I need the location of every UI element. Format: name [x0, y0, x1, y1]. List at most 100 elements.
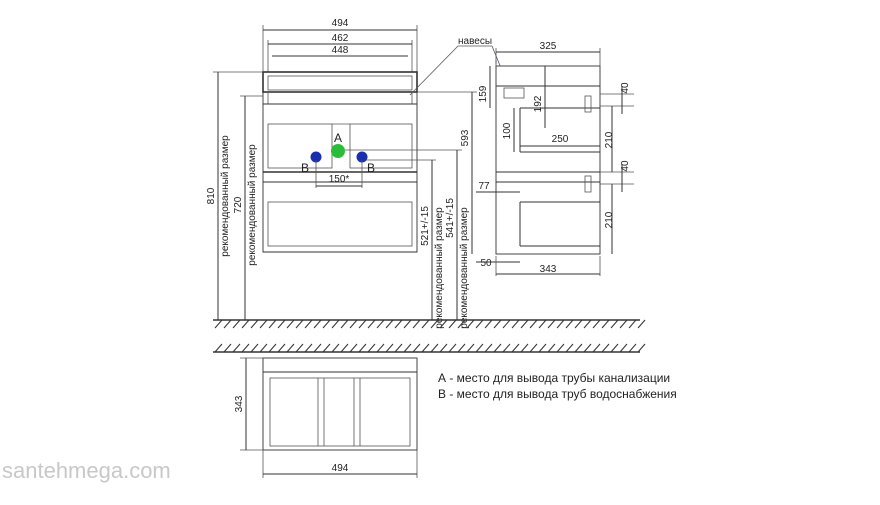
label-recommended-size-810: рекомендованный размер	[220, 135, 231, 257]
floor-hatch-line	[466, 343, 475, 353]
floor-hatch-line	[394, 319, 403, 329]
floor-hatch-line	[583, 343, 592, 353]
floor-hatch-line	[502, 319, 511, 329]
floor-hatch-line	[484, 343, 493, 353]
floor-hatch-line	[637, 319, 646, 329]
floor-hatch-line	[349, 319, 358, 329]
floor-hatch-line	[430, 343, 439, 353]
floor-hatch-line	[214, 319, 223, 329]
floor-hatch-line	[295, 319, 304, 329]
floor-hatch-line	[430, 319, 439, 329]
floor-hatch-line	[538, 343, 547, 353]
floor-hatch-line	[583, 319, 592, 329]
dim-side-100: 100	[502, 122, 513, 139]
floor-hatch-line	[322, 343, 331, 353]
floor-hatch-line	[313, 319, 322, 329]
floor-hatch-line	[592, 343, 601, 353]
floor-hatch-line	[457, 319, 466, 329]
floor-hatch-line	[637, 343, 646, 353]
floor-hatch-line	[268, 343, 277, 353]
floor-hatch-line	[331, 319, 340, 329]
label-point-b-left: B	[301, 161, 309, 175]
floor-hatch-line	[223, 343, 232, 353]
floor-hatch-line	[322, 319, 331, 329]
floor-hatch-line	[259, 343, 268, 353]
floor-hatch-line	[529, 343, 538, 353]
floor-hatch-line	[367, 343, 376, 353]
side-view: 325 159 192 100 250 77 50	[476, 41, 634, 276]
floor-hatch-line	[457, 343, 466, 353]
floor-hatch-line	[619, 319, 628, 329]
floor-hatch-line	[286, 343, 295, 353]
floor-hatch-line	[268, 319, 277, 329]
dim-height-541: 541+/-15	[445, 198, 456, 238]
floor-hatch-line	[511, 343, 520, 353]
floor-hatch-line	[385, 319, 394, 329]
floor-hatch-line	[592, 319, 601, 329]
floor-hatch-line	[340, 319, 349, 329]
floor-hatch-line	[385, 343, 394, 353]
floor-hatch-line	[538, 319, 547, 329]
floor-hatch-line	[448, 343, 457, 353]
dim-side-77: 77	[478, 181, 490, 192]
handle-bottom	[584, 175, 592, 193]
floor-hatch-line	[610, 319, 619, 329]
dim-front-width-inner: 448	[332, 45, 349, 56]
floor-hatch-line	[547, 319, 556, 329]
floor-hatch-line	[412, 319, 421, 329]
floor-hatch-line	[340, 343, 349, 353]
floor-hatch-line	[610, 343, 619, 353]
floor-hatch-line	[367, 319, 376, 329]
dim-height-593: 593	[460, 129, 471, 146]
floor-hatch-line	[277, 319, 286, 329]
floor-hatch-line	[259, 319, 268, 329]
floor-hatch-line	[619, 343, 628, 353]
legend-water: В - место для вывода труб водоснабжения	[438, 387, 677, 401]
dim-side-250: 250	[552, 134, 569, 145]
dim-plan-width: 494	[332, 463, 349, 474]
floor-hatch-line	[565, 319, 574, 329]
label-hinges: навесы	[458, 36, 492, 47]
legend: А - место для вывода трубы канализации В…	[438, 371, 677, 401]
dim-plan-depth: 343	[234, 395, 245, 412]
dim-side-210-top: 210	[604, 131, 615, 148]
dim-side-40-top: 40	[620, 82, 631, 94]
floor-hatch-line	[628, 319, 637, 329]
floor-hatch-line	[331, 343, 340, 353]
label-recommended-size-720: рекомендованный размер	[247, 144, 258, 266]
dim-side-159: 159	[478, 85, 489, 102]
floor-hatch-line	[403, 319, 412, 329]
floor-hatch-line	[214, 343, 223, 353]
floor-hatch-line	[421, 319, 430, 329]
label-point-a: A	[334, 131, 342, 145]
dim-front-height-total: 810	[206, 187, 217, 204]
drain-pipe-point-a	[331, 144, 345, 158]
floor-hatch-line	[250, 343, 259, 353]
floor-hatch-line	[376, 319, 385, 329]
plan-view: 343 494	[213, 343, 646, 478]
floor-hatch-line	[475, 319, 484, 329]
floor-hatch-line	[439, 319, 448, 329]
floor-line	[213, 319, 646, 329]
floor-hatch-line	[520, 343, 529, 353]
floor-hatch-line	[448, 319, 457, 329]
floor-hatch-line	[358, 343, 367, 353]
floor-hatch-line	[394, 343, 403, 353]
floor-hatch-line	[313, 343, 322, 353]
watermark-text: santehmega.com	[2, 458, 171, 483]
floor-hatch-line	[565, 343, 574, 353]
floor-hatch-line	[493, 319, 502, 329]
floor-hatch-line	[439, 343, 448, 353]
floor-hatch-line	[556, 343, 565, 353]
label-point-b-right: B	[367, 161, 375, 175]
floor-hatch-line	[412, 343, 421, 353]
dim-front-height-body: 720	[233, 196, 244, 213]
dim-side-192: 192	[533, 95, 544, 112]
cabinet-front	[262, 71, 418, 253]
floor-hatch-line	[241, 319, 250, 329]
floor-hatch-line	[574, 343, 583, 353]
floor-hatch-line	[601, 319, 610, 329]
floor-hatch-line	[304, 319, 313, 329]
floor-hatch-line	[304, 343, 313, 353]
